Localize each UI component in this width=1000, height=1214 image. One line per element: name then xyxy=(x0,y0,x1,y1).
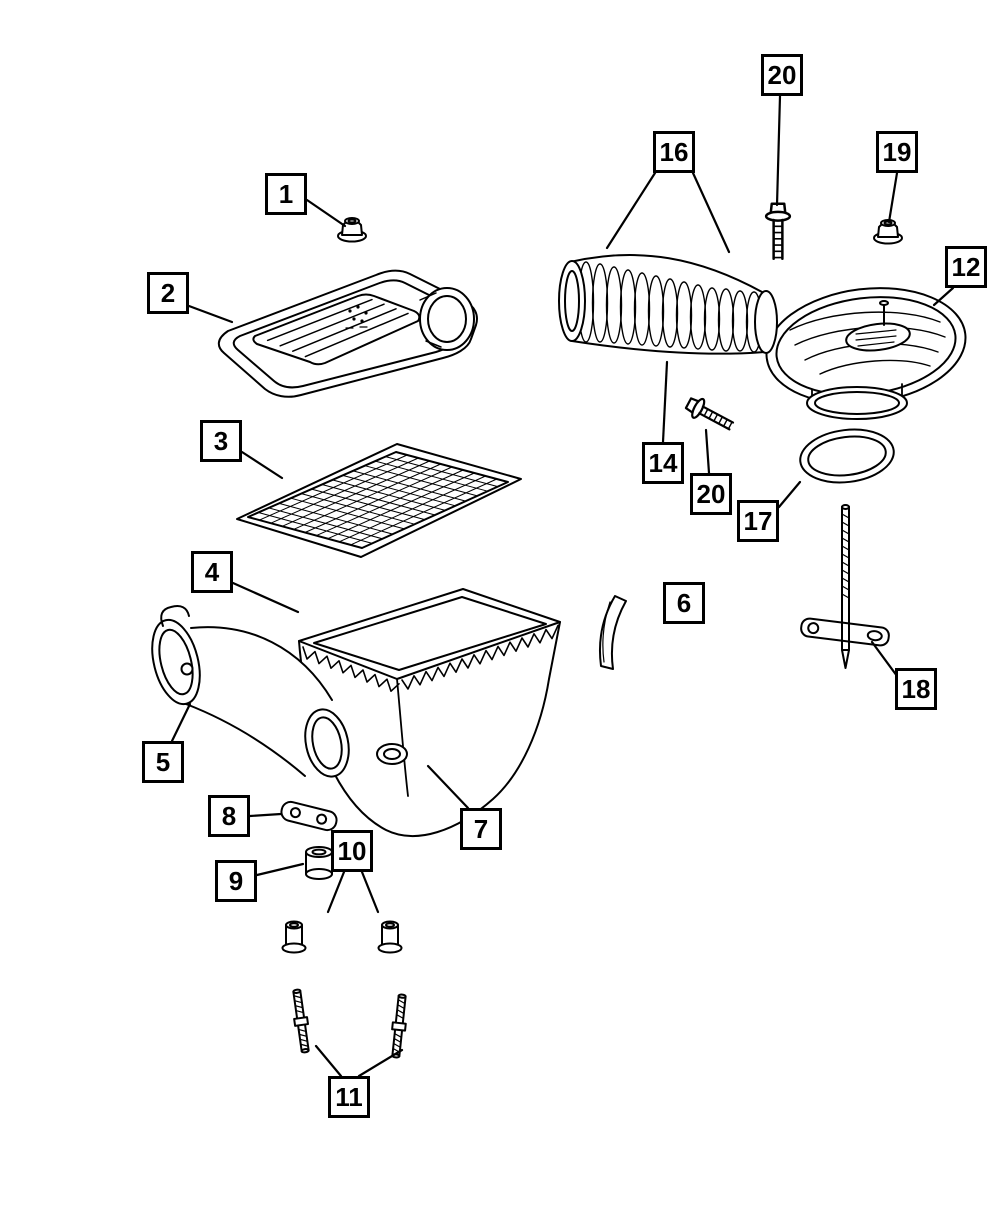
stud-11-left xyxy=(289,987,313,1055)
air-intake-duct xyxy=(151,605,350,778)
flexible-intake-hose xyxy=(558,254,778,355)
mounting-bracket-8 xyxy=(280,800,338,832)
air-cleaner-housing xyxy=(298,588,561,837)
callout-14: 14 xyxy=(642,442,684,484)
grommet-9 xyxy=(305,846,333,880)
air-filter-element xyxy=(236,443,522,558)
callout-16: 16 xyxy=(653,131,695,173)
callout-11: 11 xyxy=(328,1076,370,1118)
callout-19: 19 xyxy=(876,131,918,173)
callout-7: 7 xyxy=(460,808,502,850)
resonator-top-stud xyxy=(879,300,889,306)
hose-right-cuff xyxy=(754,290,778,354)
callout-1: 1 xyxy=(265,173,307,215)
callout-9: 9 xyxy=(215,860,257,902)
hex-bolt-20-mid xyxy=(682,392,738,437)
callout-2: 2 xyxy=(147,272,189,314)
leader-lines xyxy=(170,94,955,1078)
hex-bolt-20-top xyxy=(764,202,792,260)
callout-12: 12 xyxy=(945,246,987,288)
callout-20-top: 20 xyxy=(761,54,803,96)
air-cleaner-cover xyxy=(217,269,478,398)
callout-8: 8 xyxy=(208,795,250,837)
spacer-10-left xyxy=(281,920,307,954)
callout-18: 18 xyxy=(895,668,937,710)
hex-flange-nut-19 xyxy=(873,219,903,245)
cover-plateau xyxy=(252,293,421,366)
seal-strip xyxy=(598,595,627,670)
callout-3: 3 xyxy=(200,420,242,462)
air-inlet-resonator xyxy=(765,287,967,420)
callout-6: 6 xyxy=(663,582,705,624)
duct-cuff xyxy=(304,708,350,778)
hose-left-cuff xyxy=(558,260,586,342)
cover-emblem-dots xyxy=(348,305,368,323)
filter-mesh-lines-b xyxy=(257,456,499,544)
housing-clip-serration-right xyxy=(401,624,559,690)
duct-clip-tab xyxy=(160,605,190,627)
cover-ribs xyxy=(266,298,409,358)
support-stud-bracket xyxy=(800,504,890,669)
stud-11-right xyxy=(388,992,410,1060)
spacer-10-right xyxy=(377,920,403,954)
hex-flange-nut-1 xyxy=(337,217,367,243)
housing-port xyxy=(376,743,408,765)
o-ring-seal xyxy=(799,428,895,484)
housing-clip-serration-left xyxy=(302,646,400,692)
callout-17: 17 xyxy=(737,500,779,542)
callout-10: 10 xyxy=(331,830,373,872)
duct-inlet-bell xyxy=(151,618,201,706)
callout-4: 4 xyxy=(191,551,233,593)
callout-5: 5 xyxy=(142,741,184,783)
callout-20-mid: 20 xyxy=(690,473,732,515)
